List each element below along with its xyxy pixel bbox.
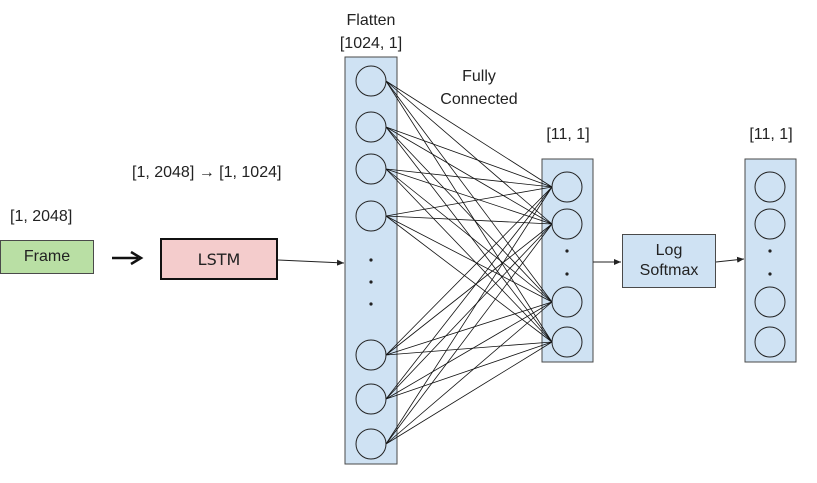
- fc-edge: [385, 341, 553, 445]
- fc-edge: [385, 186, 553, 445]
- fc-edge: [385, 126, 553, 303]
- flatten-neurons: [355, 65, 387, 460]
- flatten-ellipsis-dot: [369, 302, 373, 306]
- frame-block-label: Frame: [23, 248, 71, 265]
- flatten-dim-label: [1024, 1]: [339, 35, 403, 52]
- fc-neuron: [551, 286, 583, 318]
- fc-edge: [385, 80, 553, 225]
- frame-dim-label: [1, 2048]: [10, 208, 73, 225]
- output-neuron: [754, 171, 786, 203]
- lstm-block: LSTM: [160, 238, 278, 280]
- ellipsis-dots: [369, 249, 772, 306]
- fc-edge: [385, 223, 553, 356]
- fc-edge: [385, 168, 553, 303]
- fc-edge: [385, 223, 553, 445]
- lstm-dim-label: [1, 2048] → [1, 1024]: [132, 164, 282, 181]
- fc-edge: [385, 168, 553, 225]
- flatten-neuron: [355, 200, 387, 232]
- lstm-block-label: LSTM: [197, 249, 241, 269]
- fc-label-line1: Fully: [462, 68, 496, 85]
- output-neuron: [754, 326, 786, 358]
- fc-edge: [385, 126, 553, 343]
- fc-ellipsis-dot: [565, 272, 569, 276]
- lstm-to-flatten-arrow: [277, 259, 345, 266]
- flatten-neuron: [355, 383, 387, 415]
- fc-edge: [385, 301, 553, 445]
- fc-label-line2: Connected: [440, 91, 518, 108]
- output-ellipsis-dot: [768, 272, 772, 276]
- softmax-out-dim-label: [11, 1]: [749, 126, 793, 143]
- output-neuron: [754, 208, 786, 240]
- fc-edge: [385, 341, 553, 356]
- flatten-neuron: [355, 428, 387, 460]
- fc-edge: [385, 223, 553, 400]
- fc-edge: [385, 168, 553, 188]
- fc-edge: [385, 126, 553, 188]
- fc-edge: [385, 301, 553, 356]
- fc-edge: [385, 215, 553, 303]
- flatten-neuron: [355, 111, 387, 143]
- softmax-label-line2: Softmax: [639, 262, 699, 279]
- frame-to-lstm-arrow: [112, 250, 144, 266]
- fully-connected-edges: [385, 80, 553, 445]
- fc-edge: [385, 215, 553, 225]
- fc-edge: [385, 168, 553, 343]
- output-neuron: [754, 286, 786, 318]
- softmax-label-line1: Log: [655, 242, 683, 259]
- fc-edge: [385, 80, 553, 188]
- flatten-neuron: [355, 153, 387, 185]
- fc-out-dim-label: [11, 1]: [546, 126, 590, 143]
- fc-neuron: [551, 326, 583, 358]
- fc-edge: [385, 80, 553, 303]
- fc-neurons: [551, 171, 583, 358]
- flatten-ellipsis-dot: [369, 280, 373, 284]
- fc-edge: [385, 341, 553, 400]
- frame-block: Frame: [0, 240, 94, 274]
- fc-edge: [385, 126, 553, 225]
- output-neurons: [754, 171, 786, 358]
- flatten-neuron: [355, 65, 387, 97]
- flatten-neuron: [355, 339, 387, 371]
- output-ellipsis-dot: [768, 249, 772, 253]
- flatten-title: Flatten: [346, 12, 396, 29]
- fc-neuron: [551, 171, 583, 203]
- softmax-to-output-arrow: [715, 256, 745, 263]
- fc-neuron: [551, 208, 583, 240]
- fc-ellipsis-dot: [565, 249, 569, 253]
- fc-edge: [385, 186, 553, 400]
- flatten-ellipsis-dot: [369, 258, 373, 262]
- fc-edge: [385, 215, 553, 343]
- fc-edge: [385, 186, 553, 356]
- fc-edge: [385, 80, 553, 343]
- log-softmax-block: Log Softmax: [622, 234, 716, 288]
- fc-edge: [385, 186, 553, 217]
- fc-edge: [385, 301, 553, 400]
